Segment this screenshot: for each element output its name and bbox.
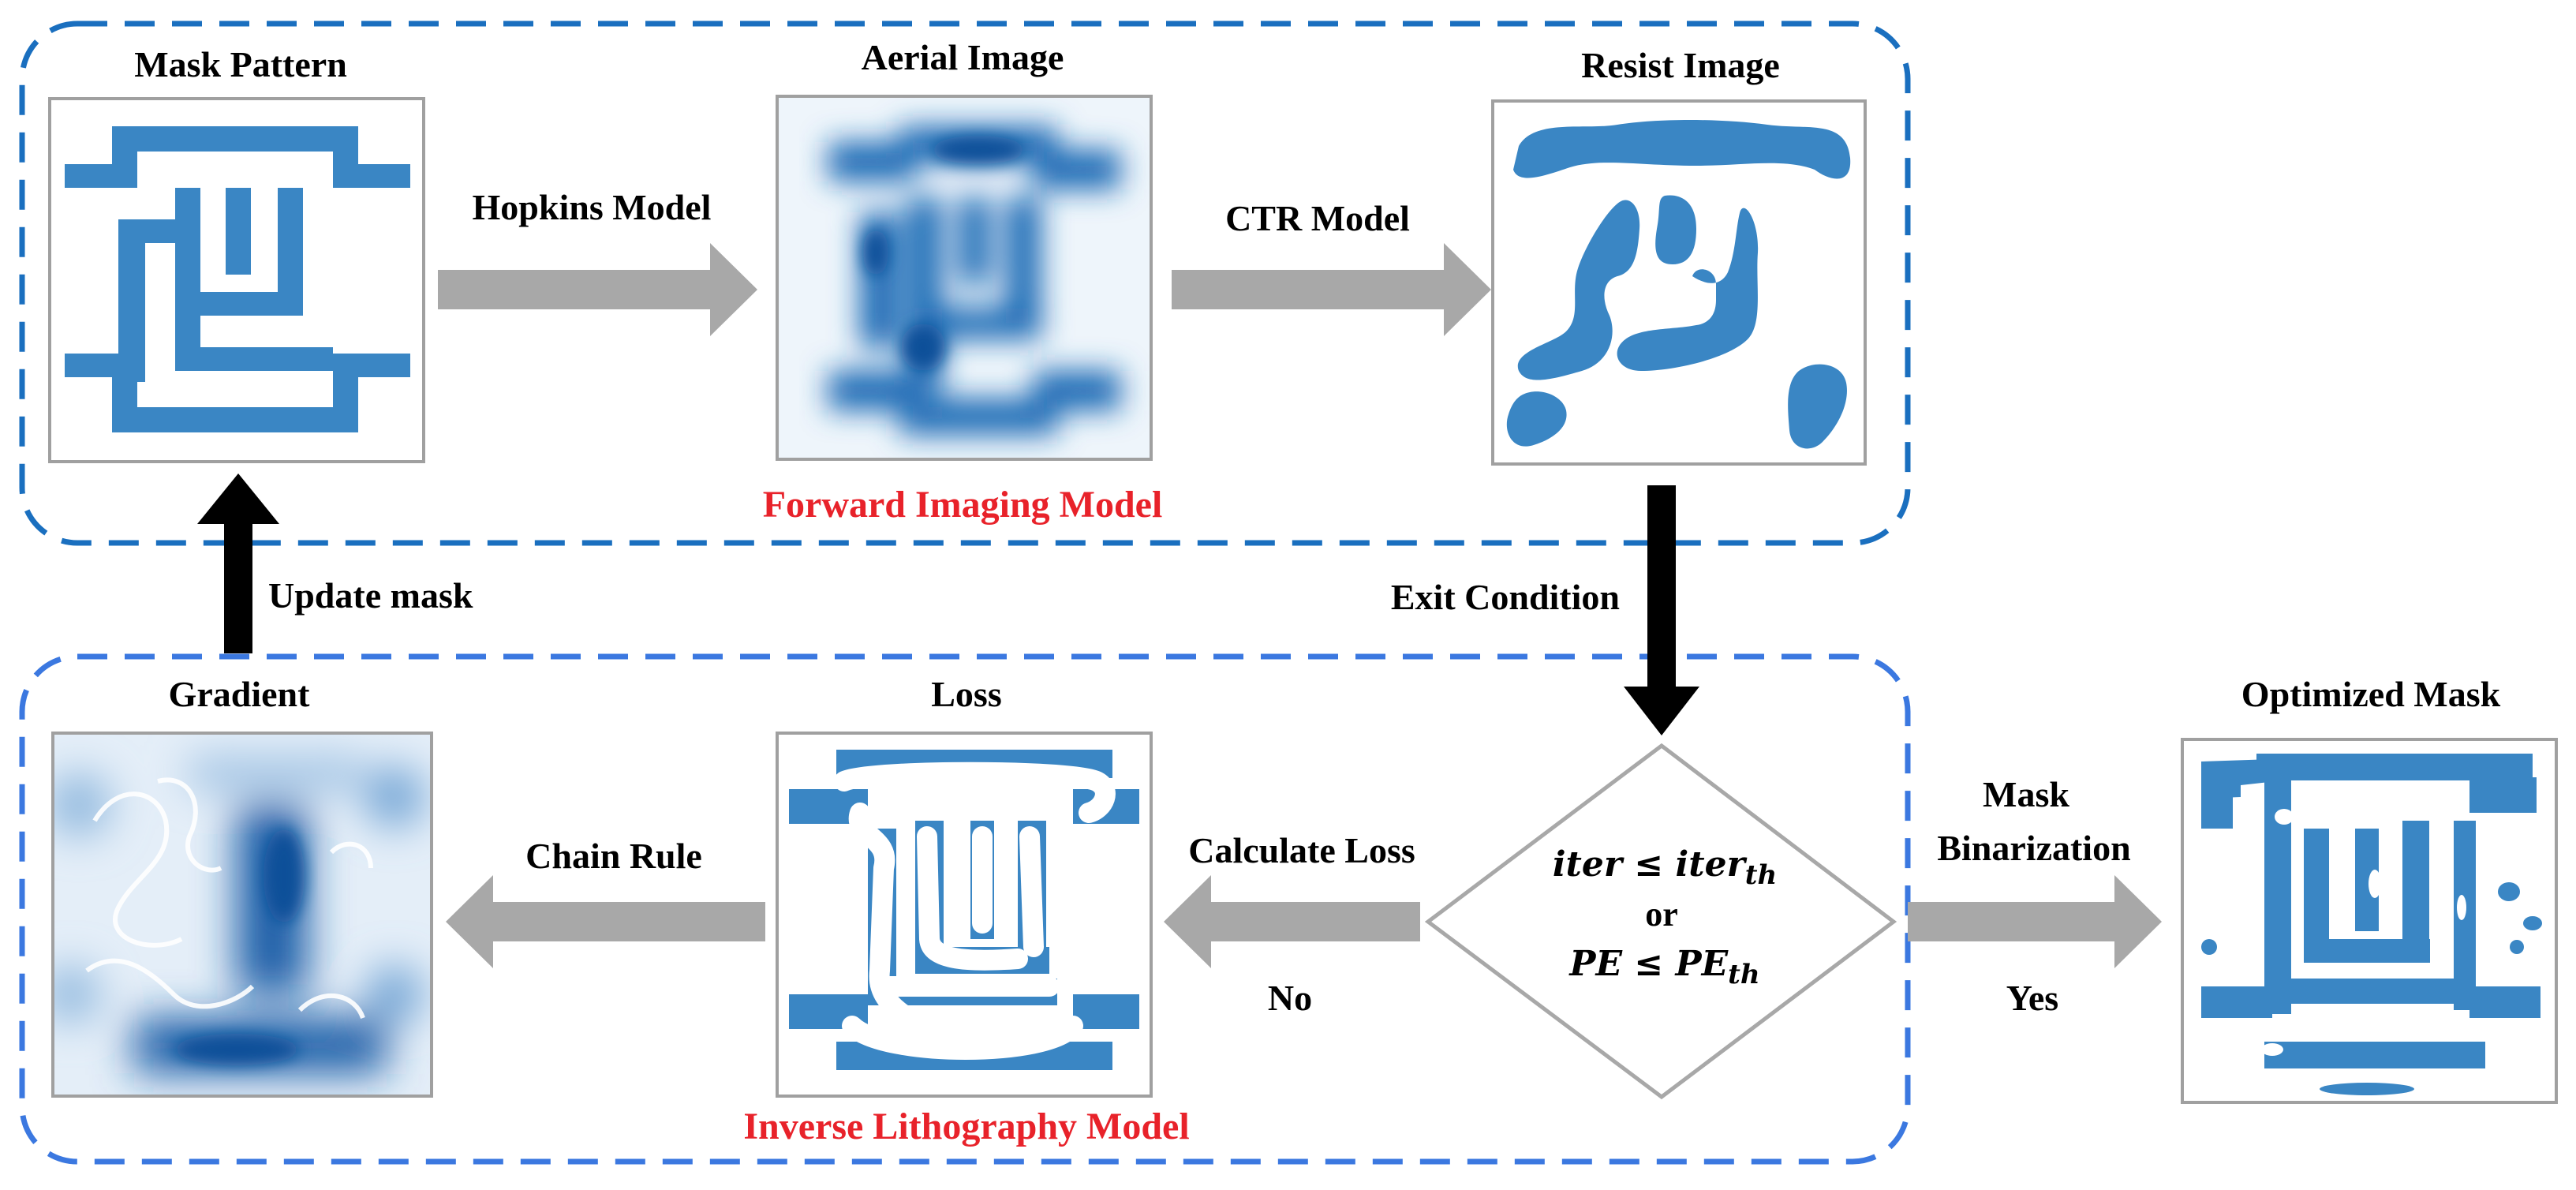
update-mask-label: Update mask: [268, 575, 473, 616]
optimized-mask-icon: [2181, 738, 2558, 1104]
aerial-image-icon: [776, 95, 1153, 461]
pe-condition: PE ≤ PEth: [1568, 944, 1759, 990]
forward-model-group: [19, 21, 1911, 546]
chain-rule-arrow: [446, 875, 765, 968]
loss-label: Loss: [931, 674, 1001, 714]
resist-image-icon: [1491, 99, 1867, 466]
ctr-model-label: CTR Model: [1225, 198, 1410, 238]
forward-imaging-model-label: Forward Imaging Model: [763, 484, 1163, 526]
calculate-loss-arrow: [1164, 875, 1420, 968]
iter-condition: iter ≤ iterth: [1553, 844, 1777, 891]
exit-condition-label: Exit Condition: [1391, 577, 1620, 617]
hopkins-model-label: Hopkins Model: [473, 187, 712, 227]
mask-binarization-label-line2: Binarization: [1937, 828, 2130, 868]
update-mask-arrow: [197, 473, 279, 653]
mask-pattern-icon: [48, 97, 425, 463]
calculate-loss-label: Calculate Loss: [1188, 830, 1415, 870]
no-label: No: [1268, 978, 1312, 1018]
mask-binarization-label-line1: Mask: [1983, 774, 2069, 814]
mask-pattern-label: Mask Pattern: [134, 44, 347, 84]
inverse-lithography-model-label: Inverse Lithography Model: [743, 1106, 1189, 1147]
yes-label: Yes: [2006, 978, 2058, 1018]
ctr-arrow: [1172, 243, 1491, 336]
exit-condition-diamond: [1424, 743, 1897, 1100]
loss-icon: [776, 732, 1153, 1098]
gradient-label: Gradient: [169, 674, 311, 714]
binarization-arrow: [1908, 875, 2162, 968]
hopkins-arrow: [438, 243, 757, 336]
resist-image-label: Resist Image: [1581, 45, 1780, 85]
exit-condition-arrow: [1624, 485, 1699, 735]
chain-rule-label: Chain Rule: [525, 836, 702, 876]
aerial-image-label: Aerial Image: [862, 37, 1064, 77]
optimized-mask-label: Optimized Mask: [2241, 674, 2501, 714]
or-label: or: [1645, 895, 1678, 934]
gradient-icon: [51, 732, 433, 1098]
